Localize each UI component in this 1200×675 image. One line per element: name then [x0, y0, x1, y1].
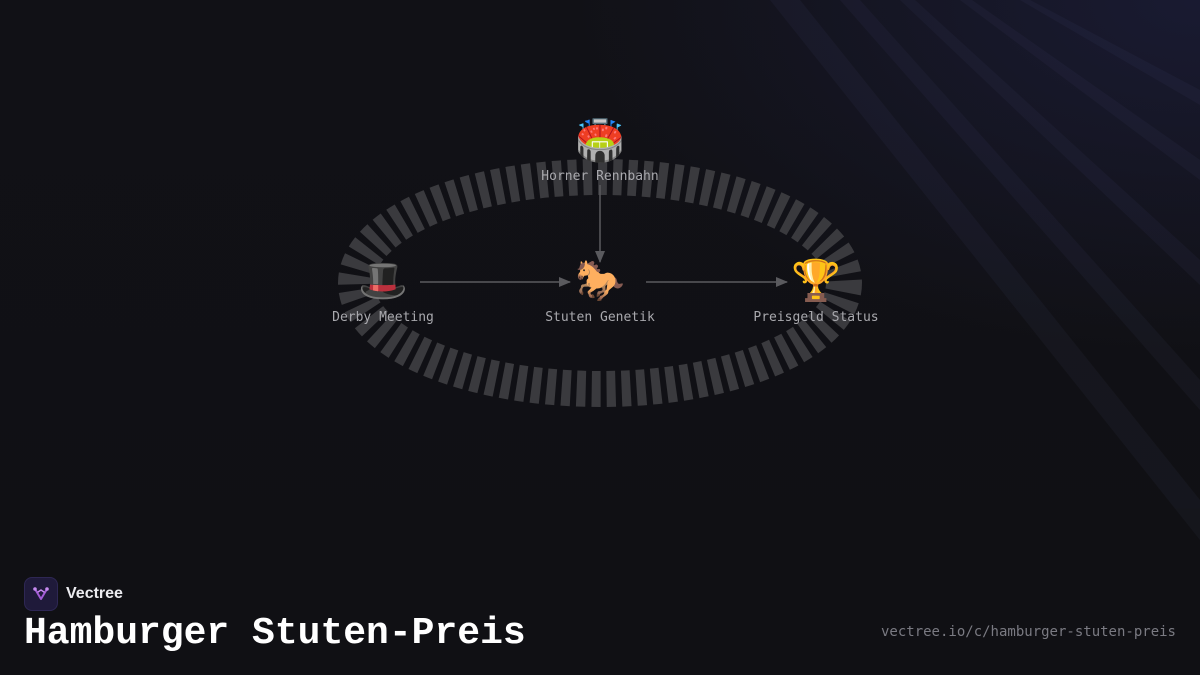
race-track — [338, 159, 862, 407]
page-title: Hamburger Stuten-Preis — [24, 612, 526, 655]
trophy-icon: 🏆 — [791, 257, 841, 304]
stadium-icon: 🏟️ — [575, 117, 625, 164]
node-preisgeld-status[interactable]: 🏆 Preisgeld Status — [753, 257, 878, 325]
edges — [420, 185, 788, 287]
node-horner-rennbahn[interactable]: 🏟️ Horner Rennbahn — [541, 117, 658, 184]
brand-name: Vectree — [66, 585, 123, 602]
brand[interactable]: Vectree — [24, 577, 123, 611]
horse-icon: 🐎 — [575, 258, 625, 304]
vectree-logo-icon — [24, 577, 58, 611]
node-label-genetics: Stuten Genetik — [545, 310, 655, 325]
node-label-venue: Horner Rennbahn — [541, 169, 658, 184]
node-stuten-genetik[interactable]: 🐎 Stuten Genetik — [545, 258, 655, 325]
page-url[interactable]: vectree.io/c/hamburger-stuten-preis — [880, 624, 1176, 640]
node-derby-meeting[interactable]: 🎩 Derby Meeting — [332, 258, 434, 325]
node-label-meeting: Derby Meeting — [332, 310, 434, 325]
node-label-prize: Preisgeld Status — [753, 310, 878, 325]
top-hat-icon: 🎩 — [358, 258, 408, 304]
